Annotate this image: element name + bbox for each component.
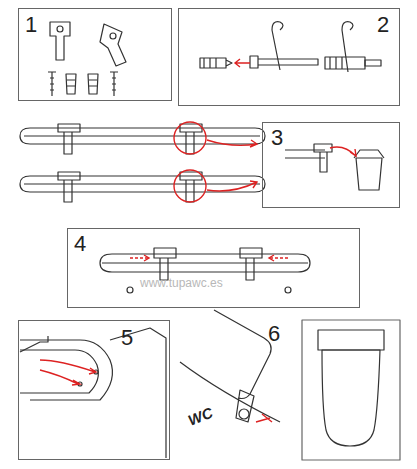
step-number: 5 xyxy=(121,327,133,349)
step-panel: 4 xyxy=(67,228,360,308)
wc-marking: WC xyxy=(186,405,215,430)
step-number: 4 xyxy=(74,233,86,255)
step-number: 3 xyxy=(271,127,283,149)
step-number: 1 xyxy=(25,14,37,36)
step-panel: 5 xyxy=(18,320,170,460)
step-number: 6 xyxy=(268,322,280,346)
step-panel: 3 xyxy=(262,122,400,208)
step-panel: 1 xyxy=(18,8,172,101)
step-panel: 2 xyxy=(178,8,400,106)
step-number: 2 xyxy=(377,14,389,36)
watermark: www.tupawc.es xyxy=(140,277,223,290)
